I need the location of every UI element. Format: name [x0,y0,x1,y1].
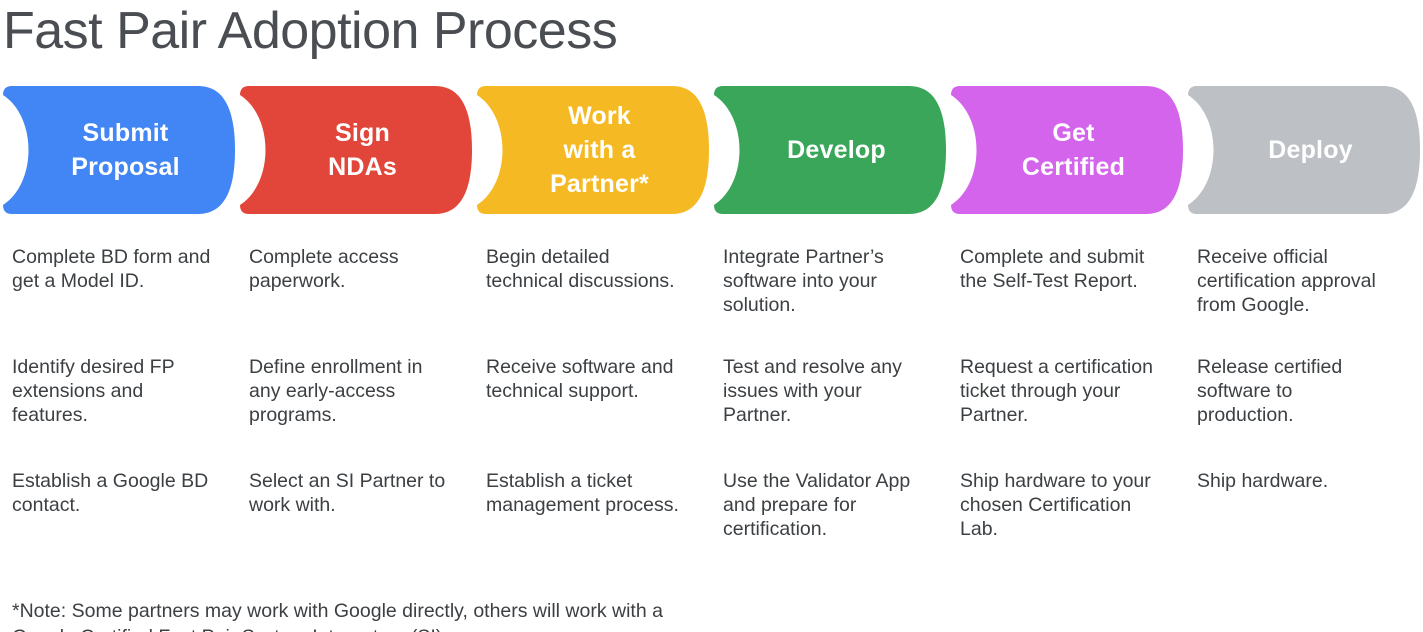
task-item: Use the Validator App and prepare for ce… [723,470,911,540]
stage-label: Sign NDAs [328,119,397,181]
task-item: Complete access paperwork. [249,246,399,292]
task-item: Select an SI Partner to work with. [249,470,446,516]
stage-chip-develop: Develop [711,86,948,214]
stage-shape-icon [477,86,709,214]
task-item: Ship hardware to your chosen Certificati… [960,470,1151,540]
task-item: Release certified software to production… [1197,356,1343,426]
stage-shape-icon [714,86,946,214]
task-item: Define enrollment in any early-access pr… [249,356,423,426]
task-item: Begin detailed technical discussions. [486,246,675,292]
task-item: Establish a Google BD contact. [12,470,209,516]
page-title: Fast Pair Adoption Process [3,2,618,60]
stage-label: Work with a Partner* [550,102,649,198]
task-item: Integrate Partner’s software into your s… [723,246,884,316]
stage-chip-work-with-partner: Work with a Partner* [474,86,711,214]
stage-label: Get Certified [1021,119,1126,181]
task-item: Receive official certification approval … [1197,246,1376,316]
stage-label: Develop [787,136,886,164]
process-stages: Submit Proposal Sign NDAs Work with a Pa… [0,86,1422,590]
stage-chip-submit-proposal: Submit Proposal [0,86,237,214]
task-item: Identify desired FP extensions and featu… [12,356,175,426]
task-item: Receive software and technical support. [486,356,674,402]
stage-shape-icon [3,86,235,214]
stage-chip-get-certified: Get Certified [948,86,1185,214]
task-item: Ship hardware. [1197,470,1329,492]
footnote: *Note: Some partners may work with Googl… [12,600,663,632]
stage-shape-icon [240,86,472,214]
stage-chip-deploy: Deploy [1185,86,1422,214]
task-item: Establish a ticket management process. [486,470,679,516]
task-item: Complete and submit the Self-Test Report… [960,246,1145,292]
task-item: Complete BD form and get a Model ID. [12,246,211,292]
stage-chip-sign-ndas: Sign NDAs [237,86,474,214]
task-item: Request a certification ticket through y… [960,356,1153,426]
stage-label: Deploy [1268,136,1353,164]
task-item: Test and resolve any issues with your Pa… [723,356,902,426]
stage-label: Submit Proposal [71,119,180,181]
stage-shape-icon [951,86,1183,214]
stage-shape-icon [1188,86,1420,214]
